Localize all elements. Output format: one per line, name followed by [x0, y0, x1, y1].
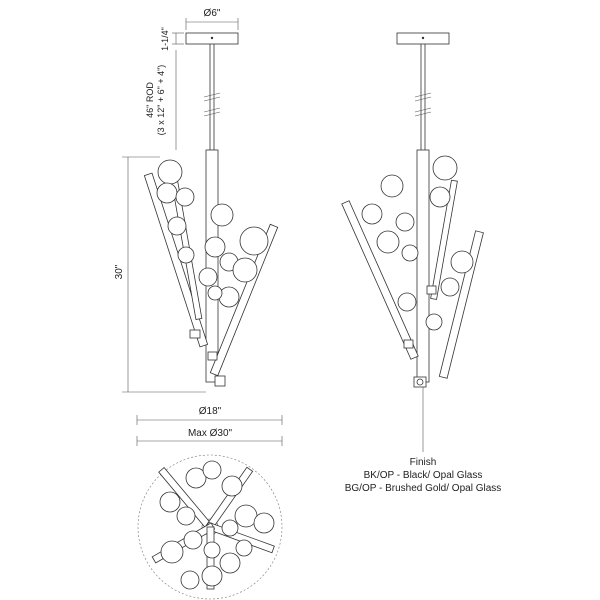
max-diameter-label: Max Ø30"	[188, 428, 233, 439]
plan-view	[137, 454, 283, 600]
front-elevation: Ø6" 1-1/4" 46" ROD (3 x 12" + 6" + 4") 3…	[114, 8, 283, 446]
canopy-diameter-label: Ø6"	[204, 8, 221, 19]
rod-segments-label: (3 x 12" + 6" + 4")	[156, 65, 166, 136]
finish-option-black: BK/OP - Black/ Opal Glass	[364, 470, 483, 481]
rod-length-label: 46" ROD	[145, 82, 155, 118]
canopy-height-label: 1-1/4"	[160, 27, 170, 51]
fixture-height-label: 30"	[114, 264, 125, 279]
finish-heading: Finish	[410, 457, 437, 468]
side-elevation: Finish BK/OP - Black/ Opal Glass BG/OP -…	[341, 32, 502, 494]
finish-option-gold: BG/OP - Brushed Gold/ Opal Glass	[345, 483, 502, 494]
body-diameter-label: Ø18"	[199, 406, 222, 417]
